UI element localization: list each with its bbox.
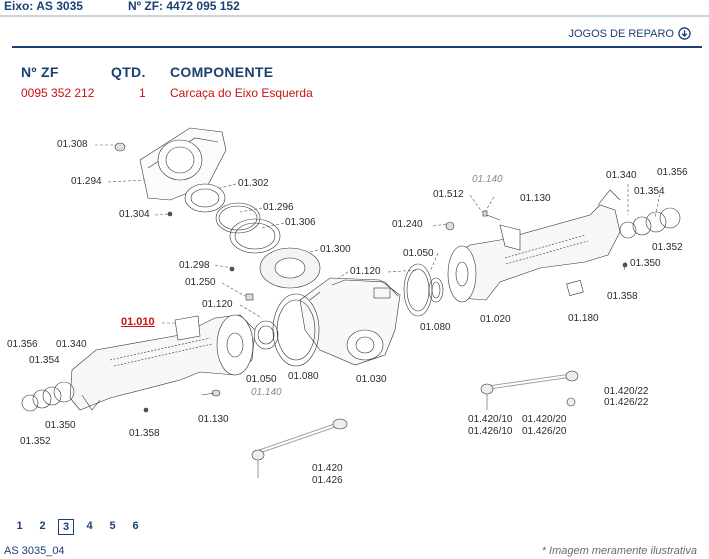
callout-01120-right[interactable]: 01.120 [350, 266, 381, 277]
page-2[interactable]: 2 [39, 520, 46, 532]
callout-01356-left[interactable]: 01.356 [7, 339, 38, 350]
callout-01340-left[interactable]: 01.340 [56, 339, 87, 350]
circle-down-arrow-icon [678, 27, 691, 40]
page-5[interactable]: 5 [109, 520, 116, 532]
callout-01308[interactable]: 01.308 [57, 139, 88, 150]
callout-01120-left[interactable]: 01.120 [202, 299, 233, 310]
callout-01358-left[interactable]: 01.358 [129, 428, 160, 439]
callout-01130-left[interactable]: 01.130 [198, 414, 229, 425]
callout-01306[interactable]: 01.306 [285, 217, 316, 228]
callout-01356-right[interactable]: 01.356 [657, 167, 688, 178]
page-3-current[interactable]: 3 [58, 519, 74, 535]
page-1[interactable]: 1 [16, 520, 23, 532]
callout-01030[interactable]: 01.030 [356, 374, 387, 385]
callout-01080-left[interactable]: 01.080 [288, 371, 319, 382]
col-header-componente: COMPONENTE [170, 64, 274, 80]
header-divider [0, 15, 709, 17]
illustrative-note: * Imagem meramente ilustrativa [541, 545, 697, 557]
selected-part-qty: 1 [139, 86, 146, 100]
callout-01298[interactable]: 01.298 [179, 260, 210, 271]
callout-01512[interactable]: 01.512 [433, 189, 464, 200]
callout-01300[interactable]: 01.300 [320, 244, 351, 255]
callout-01352-right[interactable]: 01.352 [652, 242, 683, 253]
callout-01420-22[interactable]: 01.420/22 [604, 386, 649, 397]
callout-01358-right[interactable]: 01.358 [607, 291, 638, 302]
callout-01294[interactable]: 01.294 [71, 176, 102, 187]
callout-01140-right[interactable]: 01.140 [472, 174, 503, 185]
axle-drawing [21, 127, 681, 478]
zf-number-title: Nº ZF: 4472 095 152 [128, 0, 240, 13]
callout-01020[interactable]: 01.020 [480, 314, 511, 325]
selected-part-zf[interactable]: 0095 352 212 [21, 86, 95, 100]
callout-01130-right[interactable]: 01.130 [520, 193, 551, 204]
repair-kits-label: JOGOS DE REPARO [568, 27, 674, 40]
callout-01340-right[interactable]: 01.340 [606, 170, 637, 181]
callout-01050-left[interactable]: 01.050 [246, 374, 277, 385]
callout-01080-right[interactable]: 01.080 [420, 322, 451, 333]
axle-title: Eixo: AS 3035 [4, 0, 83, 13]
callout-01302[interactable]: 01.302 [238, 178, 269, 189]
callout-01296[interactable]: 01.296 [263, 202, 294, 213]
callout-01010-selected[interactable]: 01.010 [121, 316, 155, 328]
exploded-view-diagram: 01.308 01.294 01.304 01.302 01.296 01.30… [0, 110, 709, 520]
col-header-zf: Nº ZF [21, 64, 59, 80]
callout-01354-right[interactable]: 01.354 [634, 186, 665, 197]
callout-01426-22[interactable]: 01.426/22 [604, 397, 649, 408]
pagination: 1 2 3 4 5 6 [12, 519, 143, 535]
page-4[interactable]: 4 [86, 520, 93, 532]
callout-01420-20[interactable]: 01.420/20 [522, 414, 567, 425]
callout-01250[interactable]: 01.250 [185, 277, 216, 288]
callout-01420-10[interactable]: 01.420/10 [468, 414, 513, 425]
repair-kits-link[interactable]: JOGOS DE REPARO [568, 27, 691, 40]
callout-01426-10[interactable]: 01.426/10 [468, 426, 513, 437]
callout-01426[interactable]: 01.426 [312, 475, 343, 486]
callout-01350-right[interactable]: 01.350 [630, 258, 661, 269]
col-header-qtd: QTD. [111, 64, 146, 80]
callout-01240[interactable]: 01.240 [392, 219, 423, 230]
callout-01354-left[interactable]: 01.354 [29, 355, 60, 366]
callout-01420[interactable]: 01.420 [312, 463, 343, 474]
callout-01304[interactable]: 01.304 [119, 209, 150, 220]
callout-01426-20[interactable]: 01.426/20 [522, 426, 567, 437]
header-bar: Eixo: AS 3035 Nº ZF: 4472 095 152 [0, 0, 709, 14]
callout-01352-left[interactable]: 01.352 [20, 436, 51, 447]
callout-01350-left[interactable]: 01.350 [45, 420, 76, 431]
callout-01050-right[interactable]: 01.050 [403, 248, 434, 259]
page-6[interactable]: 6 [132, 520, 139, 532]
diagram-code: AS 3035_04 [4, 545, 65, 557]
callout-01180[interactable]: 01.180 [568, 313, 599, 324]
callout-01140-left[interactable]: 01.140 [251, 387, 282, 398]
section-divider [12, 46, 702, 48]
selected-part-name: Carcaça do Eixo Esquerda [170, 86, 313, 100]
